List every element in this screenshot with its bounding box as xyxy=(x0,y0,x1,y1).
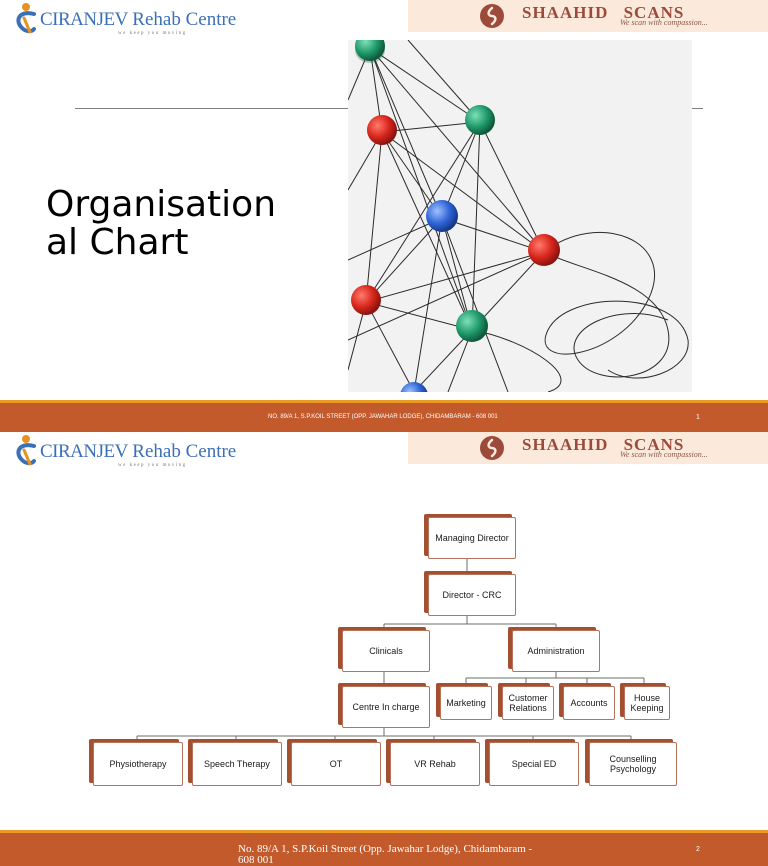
page-number: 1 xyxy=(696,414,700,421)
slide-2: CIRANJEV Rehab Centre we keep you moving… xyxy=(0,432,768,866)
org-box-special-ed: Special ED xyxy=(489,742,579,786)
org-box-physiotherapy: Physiotherapy xyxy=(93,742,183,786)
org-box-counselling-psychology: Counselling Psychology xyxy=(589,742,677,786)
shaahid-scans-logo: SHAAHID SCANS We scan with compassion... xyxy=(408,432,768,464)
org-box-house-keeping: House Keeping xyxy=(624,686,670,720)
ciranjev-logo: CIRANJEV Rehab Centre we keep you moving xyxy=(14,434,236,468)
org-box-vr-rehab: VR Rehab xyxy=(390,742,480,786)
scans-name: SHAAHID SCANS xyxy=(522,3,685,22)
network-pins-image xyxy=(347,31,692,410)
org-box-speech-therapy: Speech Therapy xyxy=(192,742,282,786)
logo-tagline: we keep you moving xyxy=(118,462,187,468)
person-figure-icon xyxy=(14,434,38,468)
title-rule-right xyxy=(692,108,703,109)
org-connectors xyxy=(136,559,645,742)
org-box-director: Director - CRC xyxy=(428,574,516,616)
scans-name: SHAAHID SCANS xyxy=(522,435,685,454)
logo-tagline: we keep you moving xyxy=(118,30,187,36)
slide-title: Organisational Chart xyxy=(46,184,277,263)
org-box-managing-director: Managing Director xyxy=(428,517,516,559)
scans-emblem-icon xyxy=(480,436,504,460)
scans-emblem-icon xyxy=(480,4,504,28)
logo-word-ciranjev: CIRANJEV xyxy=(40,8,128,30)
logo-word-rehab-centre: Rehab Centre xyxy=(132,440,237,462)
scans-tagline: We scan with compassion... xyxy=(620,18,708,27)
title-rule-left xyxy=(75,108,348,109)
shaahid-scans-logo: SHAAHID SCANS We scan with compassion... xyxy=(408,0,768,32)
page-number: 2 xyxy=(696,846,700,853)
org-box-accounts: Accounts xyxy=(563,686,615,720)
org-box-centre-in-charge: Centre In charge xyxy=(342,686,430,728)
footer-address: No. 89/A 1, S.P.Koil Street (Opp. Jawaha… xyxy=(238,843,533,866)
org-box-clinicals: Clinicals xyxy=(342,630,430,672)
org-box-marketing: Marketing xyxy=(440,686,492,720)
org-box-customer-relations: Customer Relations xyxy=(502,686,554,720)
slide-1: CIRANJEV Rehab Centre we keep you moving… xyxy=(0,0,768,432)
person-figure-icon xyxy=(14,2,38,36)
ciranjev-logo: CIRANJEV Rehab Centre we keep you moving xyxy=(14,2,236,36)
org-chart: Managing Director Director - CRC Clinica… xyxy=(0,432,768,830)
org-box-administration: Administration xyxy=(512,630,600,672)
org-box-ot: OT xyxy=(291,742,381,786)
slide-footer: NO. 89/A 1, S.P.KOIL STREET (OPP. JAWAHA… xyxy=(0,400,768,432)
logo-word-rehab-centre: Rehab Centre xyxy=(132,8,237,30)
scans-tagline: We scan with compassion... xyxy=(620,450,708,459)
logo-word-ciranjev: CIRANJEV xyxy=(40,440,128,462)
slide-footer: No. 89/A 1, S.P.Koil Street (Opp. Jawaha… xyxy=(0,830,768,866)
footer-address: NO. 89/A 1, S.P.KOIL STREET (OPP. JAWAHA… xyxy=(268,414,498,420)
